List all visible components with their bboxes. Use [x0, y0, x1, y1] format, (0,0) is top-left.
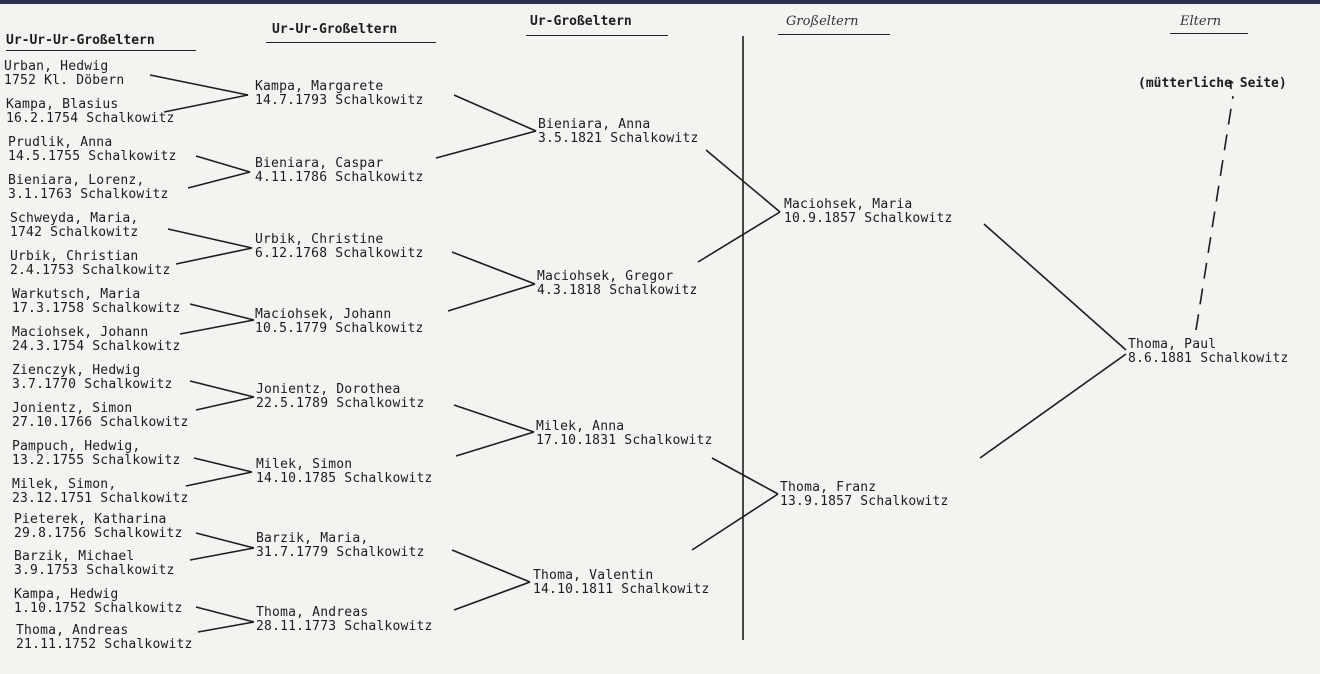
header-gen5: Ur-Ur-Ur-Großeltern: [6, 33, 155, 48]
connector-gen2-gen1-1: [979, 353, 1127, 459]
maternal-dashed-line: [1195, 95, 1234, 331]
header-gen3-underline: [526, 35, 668, 36]
connector-gen5-gen4-1: [163, 94, 249, 113]
header-gen5-underline: [6, 50, 196, 51]
connector-gen4-gen3-1: [435, 130, 537, 159]
header-gen2: Großeltern: [786, 14, 859, 29]
person-gen5-10: Pampuch, Hedwig,13.2.1755 Schalkowitz: [12, 439, 181, 468]
connector-gen4-gen3-3: [447, 283, 536, 312]
header-gen4-underline: [266, 42, 436, 43]
connector-gen5-gen4-4: [167, 228, 253, 249]
header-gen1-underline: [1170, 33, 1248, 34]
connector-gen4-gen3-5: [455, 431, 535, 457]
connector-gen5-gen4-5: [175, 247, 253, 265]
connector-gen4-gen3-6: [451, 549, 531, 583]
connector-gen5-gen4-10: [193, 457, 253, 473]
person-gen5-11: Milek, Simon,23.12.1751 Schalkowitz: [12, 477, 189, 506]
connector-gen5-gen4-12: [195, 532, 255, 549]
arrow-up-icon: ↑: [1226, 74, 1236, 93]
connector-gen5-gen4-3: [187, 171, 251, 189]
maternal-side-note: (mütterliche Seite): [1138, 76, 1287, 91]
header-gen3: Ur-Großeltern: [530, 14, 632, 29]
connector-gen5-gen4-7: [179, 319, 255, 335]
connector-gen3-gen2-0: [705, 149, 781, 213]
connector-gen5-gen4-13: [189, 547, 255, 561]
person-gen4-6: Barzik, Maria,31.7.1779 Schalkowitz: [256, 531, 425, 560]
connector-gen5-gen4-6: [189, 303, 255, 321]
header-gen2-underline: [778, 34, 890, 35]
header-gen4: Ur-Ur-Großeltern: [272, 22, 398, 37]
header-gen1: Eltern: [1180, 14, 1222, 29]
connector-gen2-gen1-0: [983, 223, 1127, 351]
connector-gen5-gen4-8: [189, 380, 255, 398]
person-gen5-3: Bieniara, Lorenz,3.1.1763 Schalkowitz: [8, 173, 169, 202]
connector-gen3-gen2-2: [711, 457, 779, 495]
connector-gen4-gen3-2: [451, 251, 536, 285]
connector-gen3-gen2-3: [691, 493, 779, 551]
connector-gen5-gen4-0: [149, 74, 249, 96]
person-gen5-4: Schweyda, Maria,1742 Schalkowitz: [10, 211, 139, 240]
connector-gen4-gen3-4: [453, 404, 535, 433]
connector-gen4-gen3-7: [453, 581, 531, 611]
connector-gen5-gen4-14: [195, 606, 255, 623]
connector-gen5-gen4-11: [185, 471, 253, 487]
top-edge-bar: [0, 0, 1320, 4]
connector-gen4-gen3-0: [453, 94, 537, 132]
connector-gen5-gen4-9: [195, 396, 255, 411]
connector-gen5-gen4-2: [195, 155, 251, 173]
connector-gen5-gen4-15: [197, 621, 255, 633]
connector-gen3-gen2-1: [697, 211, 781, 263]
